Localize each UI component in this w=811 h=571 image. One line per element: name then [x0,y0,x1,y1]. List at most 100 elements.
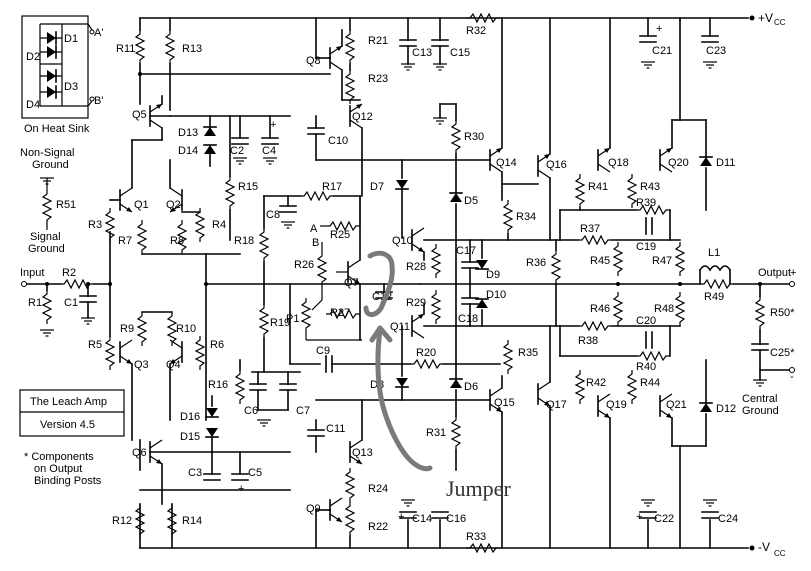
svg-text:Binding Posts: Binding Posts [34,475,102,487]
svg-text:R43: R43 [640,181,660,193]
title-box [19,389,125,437]
svg-text:R25: R25 [330,229,350,241]
svg-text:R33: R33 [466,531,486,543]
svg-text:Q12: Q12 [352,111,373,123]
jumper-arrow-head [369,325,393,343]
svg-text:R44: R44 [640,377,660,389]
svg-text:D15: D15 [180,431,200,443]
svg-text:C20: C20 [636,315,656,327]
svg-text:C13: C13 [412,47,432,59]
svg-text:D16: D16 [180,411,200,423]
svg-text:R30: R30 [464,131,484,143]
svg-text:R15: R15 [238,181,258,193]
svg-text:Q3: Q3 [134,359,149,371]
svg-text:R51: R51 [56,199,76,211]
svg-text:R12: R12 [112,515,132,527]
svg-text:R32: R32 [466,25,486,37]
svg-text:R45: R45 [590,255,610,267]
svg-text:CC: CC [774,18,786,27]
svg-text:+: + [790,267,796,279]
svg-text:D4: D4 [26,99,40,111]
svg-text:R50*: R50* [770,307,795,319]
svg-text:Non-Signal: Non-Signal [20,147,74,159]
svg-text:Q20: Q20 [668,157,689,169]
svg-text:R40: R40 [636,361,656,373]
svg-text:Ground: Ground [742,405,779,417]
svg-text:R28: R28 [406,261,426,273]
svg-text:C25*: C25* [770,347,795,359]
svg-text:C22: C22 [654,513,674,525]
svg-text:R48: R48 [654,303,674,315]
heatsink-label: On Heat Sink [24,123,90,135]
svg-text:R18: R18 [234,235,254,247]
svg-text:R14: R14 [182,515,202,527]
svg-text:Q13: Q13 [352,447,373,459]
svg-text:R37: R37 [580,223,600,235]
svg-text:R9: R9 [120,323,134,335]
svg-text:on Output: on Output [34,463,82,475]
svg-text:C1: C1 [64,297,78,309]
svg-text:R47: R47 [652,255,672,267]
svg-text:C9: C9 [316,345,330,357]
svg-text:R23: R23 [368,73,388,85]
svg-text:Q2: Q2 [166,199,181,211]
svg-text:C24: C24 [718,513,738,525]
svg-text:R8: R8 [170,235,184,247]
svg-text:Q21: Q21 [666,399,687,411]
svg-text:R2: R2 [62,267,76,279]
svg-text:R3: R3 [88,219,102,231]
svg-text:R16: R16 [208,379,228,391]
svg-text:C3: C3 [188,467,202,479]
svg-text:Q16: Q16 [546,159,567,171]
svg-text:A: A [310,223,318,235]
svg-text:Q8: Q8 [306,55,321,67]
svg-text:Ground: Ground [28,243,65,255]
vcc-neg-label: -V [758,540,770,554]
svg-text:Q15: Q15 [494,397,515,409]
jumper-arrow-line [375,327,433,472]
svg-text:R46: R46 [590,303,610,315]
svg-text:D10: D10 [486,289,506,301]
svg-text:R35: R35 [518,347,538,359]
svg-text:R31: R31 [426,427,446,439]
svg-text:D14: D14 [178,145,198,157]
svg-text:D9: D9 [486,269,500,281]
svg-text:R7: R7 [118,235,132,247]
jumper-label: Jumper [446,476,511,501]
svg-text:R34: R34 [516,211,536,223]
svg-text:C14: C14 [412,513,432,525]
svg-text:+: + [398,511,404,523]
svg-text:+: + [656,23,662,35]
svg-text:R13: R13 [182,43,202,55]
svg-text:C7: C7 [296,405,310,417]
svg-text:D7: D7 [370,181,384,193]
svg-text:Q4: Q4 [166,359,181,371]
svg-text:R20: R20 [416,347,436,359]
svg-text:Q5: Q5 [132,109,147,121]
svg-text:Signal: Signal [30,231,61,243]
svg-text:P1: P1 [286,313,299,325]
svg-text:Q14: Q14 [496,157,517,169]
svg-text:+: + [270,119,276,131]
svg-text:L1: L1 [708,247,720,259]
svg-text:R19: R19 [270,317,290,329]
svg-text:C17: C17 [456,245,476,257]
vcc-pos-label: +V [758,11,773,25]
svg-text:C5: C5 [248,467,262,479]
svg-text:D3: D3 [64,81,78,93]
svg-text:C23: C23 [706,45,726,57]
svg-text:Q7: Q7 [344,277,359,289]
svg-text:D11: D11 [716,157,735,169]
svg-text:C2: C2 [230,145,244,157]
svg-text:Q9: Q9 [306,503,321,515]
svg-text:R24: R24 [368,483,388,495]
title-line-2: Version 4.5 [40,419,95,431]
svg-text:C8: C8 [266,209,280,221]
svg-text:C16: C16 [446,513,466,525]
input-label: Input [20,267,44,279]
svg-text:D5: D5 [464,195,478,207]
svg-text:R36: R36 [526,257,546,269]
svg-text:C6: C6 [244,405,258,417]
svg-text:D12: D12 [716,403,736,415]
